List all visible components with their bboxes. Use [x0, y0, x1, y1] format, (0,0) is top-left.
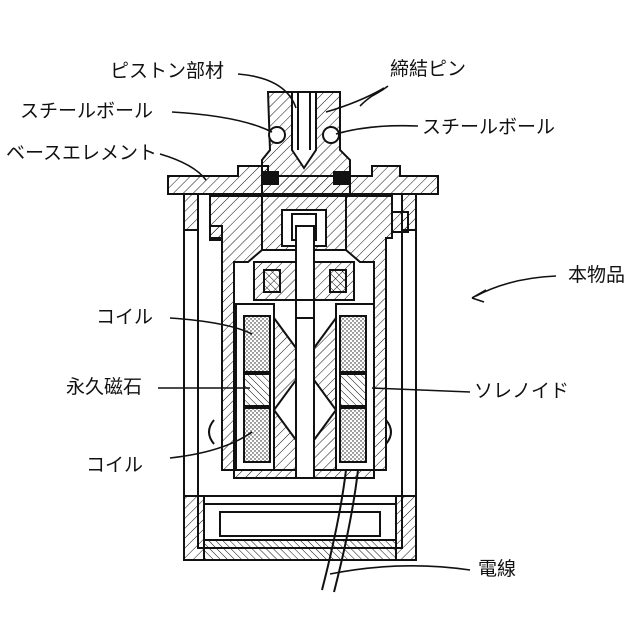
pin-arrow: [360, 86, 388, 106]
electric-wire: [322, 470, 358, 592]
product-arrow: [472, 276, 556, 302]
label-solenoid: ソレノイド: [474, 382, 569, 401]
label-product: 本物品: [568, 266, 625, 285]
label-electric-wire: 電線: [478, 560, 516, 579]
steel-ball-left: [269, 127, 285, 143]
label-piston-member: ピストン部材: [110, 62, 224, 81]
label-base-element: ベースエレメント: [6, 144, 157, 163]
label-coil-bottom: コイル: [86, 456, 143, 475]
label-steel-ball-left: スチールボール: [20, 102, 153, 121]
steel-ball-right: [323, 127, 339, 143]
label-fastening-pin: 締結ピン: [390, 60, 466, 79]
label-coil-top: コイル: [96, 308, 153, 327]
label-steel-ball-right: スチールボール: [422, 118, 555, 137]
label-permanent-magnet: 永久磁石: [66, 378, 142, 397]
